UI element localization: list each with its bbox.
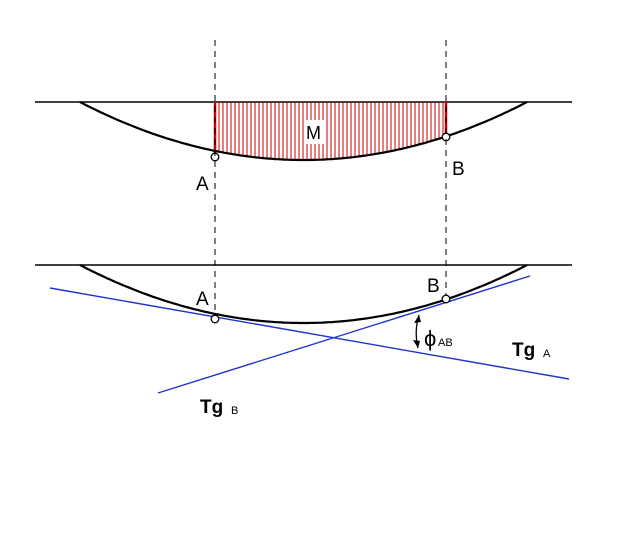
- tangent-line-a: [49, 287, 570, 380]
- phi-subscript: AB: [438, 337, 453, 349]
- tangent-b-subscript: B: [231, 405, 238, 417]
- label-a-upper: A: [196, 174, 209, 195]
- moment-area-hatching: [218, 102, 444, 160]
- label-b-upper: B: [452, 159, 465, 180]
- angle-arrowhead-bottom: [413, 340, 420, 348]
- point-a-lower: [210, 314, 220, 324]
- tangent-a-subscript: A: [543, 348, 551, 360]
- moment-label-bg: [304, 120, 326, 144]
- moment-diagram: M A B: [35, 101, 572, 195]
- label-a-lower: A: [196, 289, 209, 310]
- tangent-line-b: [157, 275, 531, 394]
- tangent-b-label: Tg: [200, 397, 223, 418]
- point-b-lower: [441, 294, 451, 304]
- tangent-a-label: Tg: [512, 340, 535, 361]
- moment-curve: [79, 101, 528, 162]
- label-b-lower: B: [427, 276, 440, 297]
- elastic-curve: [79, 264, 528, 325]
- deflection-diagram: A B ϕ AB Tg A Tg B: [35, 264, 572, 418]
- phi-symbol: ϕ: [424, 326, 436, 351]
- moment-label: M: [306, 123, 321, 143]
- angle-arrowhead-top: [414, 315, 421, 323]
